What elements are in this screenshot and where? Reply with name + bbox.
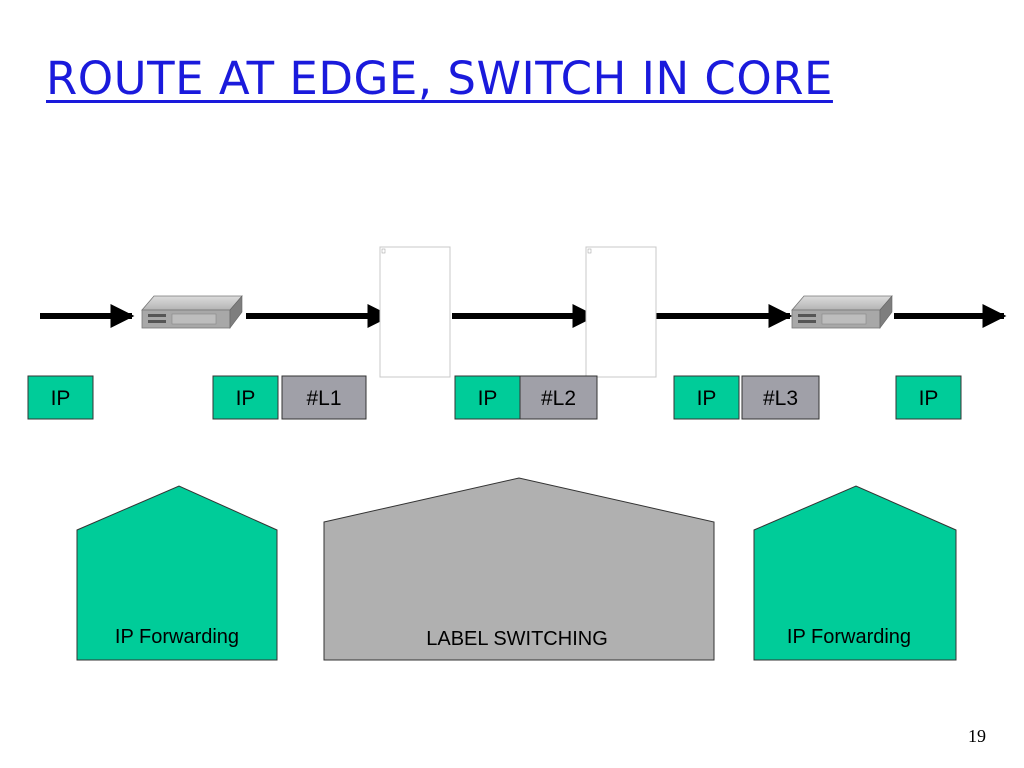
image-placeholder-icon <box>379 246 451 378</box>
label-switching-label: LABEL SWITCHING <box>426 628 608 650</box>
packet-5: IP <box>895 375 962 420</box>
ip-forwarding-label: IP Forwarding <box>115 626 239 648</box>
ip-header-label: IP <box>236 387 256 410</box>
ip-header-label: IP <box>478 387 498 410</box>
ip-forwarding-right: IP Forwarding <box>753 485 957 661</box>
ip-forwarding-label: IP Forwarding <box>787 626 911 648</box>
ip-header-label: IP <box>697 387 717 410</box>
router-icon <box>141 295 243 329</box>
packet-4: IP #L3 <box>673 375 820 420</box>
packet-1: IP <box>27 375 94 420</box>
router-icon <box>791 295 893 329</box>
packet-2: IP #L1 <box>212 375 367 420</box>
mpls-label: #L1 <box>306 387 341 410</box>
ip-header-label: IP <box>51 387 71 410</box>
page-number: 19 <box>968 726 986 746</box>
ip-forwarding-left: IP Forwarding <box>76 485 278 661</box>
label-switching-core: LABEL SWITCHING <box>323 477 715 661</box>
packet-3: IP #L2 <box>454 375 598 420</box>
page-title: ROUTE AT EDGE, SWITCH IN CORE <box>46 52 833 105</box>
ip-header-label: IP <box>919 387 939 410</box>
mpls-label: #L3 <box>763 387 798 410</box>
image-placeholder-icon <box>585 246 657 378</box>
mpls-label: #L2 <box>541 387 576 410</box>
